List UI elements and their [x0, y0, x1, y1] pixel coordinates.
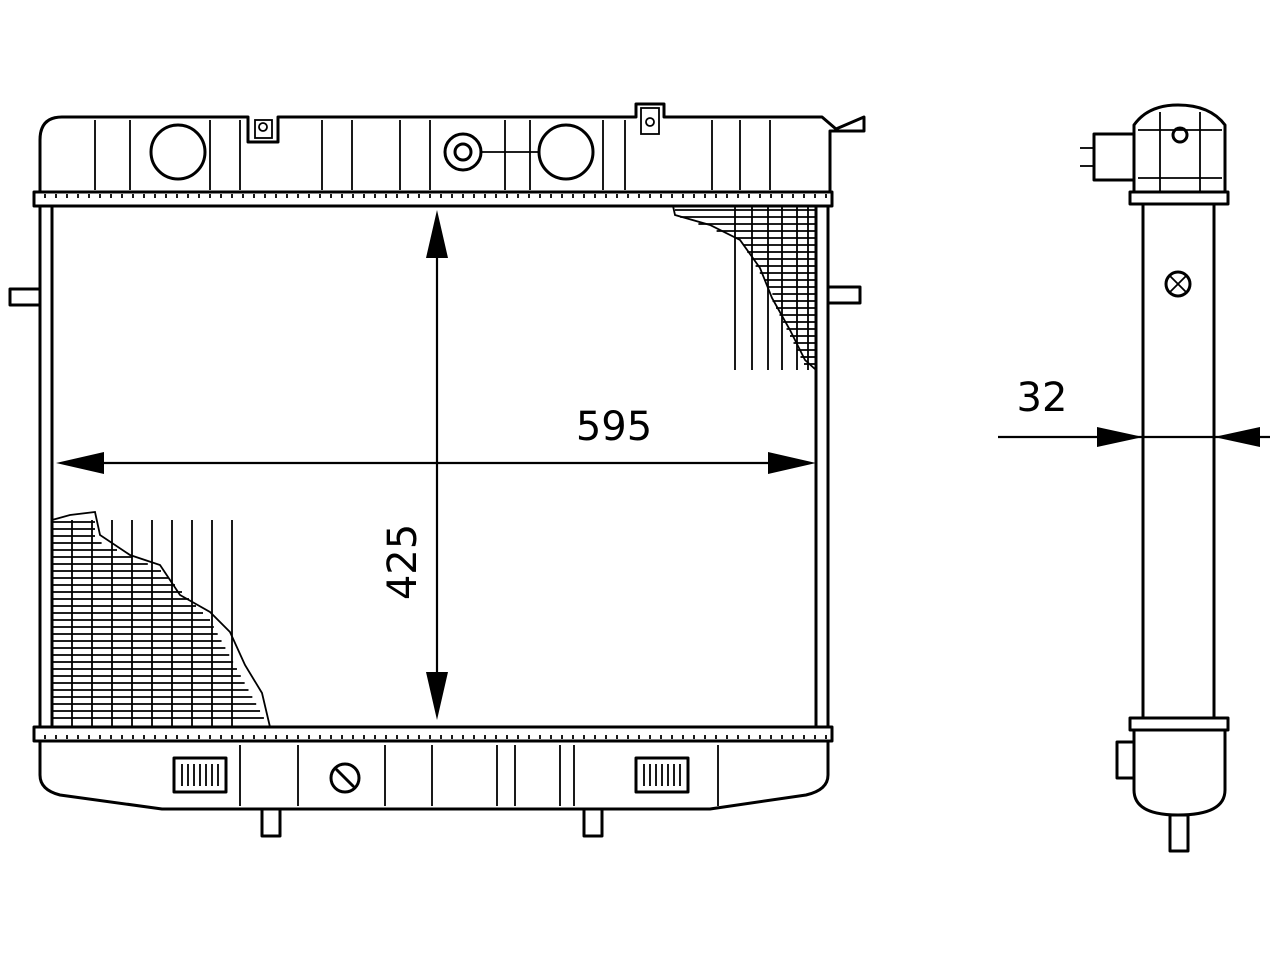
radiator-front-view: 595 425 [8, 102, 866, 838]
side-outlet-pin [1168, 813, 1190, 853]
top-tank-port-left [149, 123, 207, 181]
left-mount-pin [8, 287, 42, 307]
side-bottom-tank [1132, 728, 1227, 817]
side-top-tank [1132, 103, 1227, 194]
bottom-pin-left [260, 807, 282, 838]
bottom-mount-bracket-right [634, 756, 690, 794]
side-mount-bolt [1164, 270, 1192, 298]
top-header-plate [32, 190, 834, 208]
width-dimension: 595 [56, 404, 816, 474]
bottom-mount-bracket-left [172, 756, 228, 794]
side-inlet-pipe [1092, 132, 1136, 182]
bottom-tank [38, 739, 830, 838]
drain-plug [329, 762, 361, 794]
bottom-header-plate [32, 725, 834, 743]
core-fin-patch-bottom-left [51, 511, 272, 728]
width-dimension-label: 595 [576, 404, 652, 450]
top-tank-port-right [537, 123, 595, 181]
height-dimension-label: 425 [380, 524, 426, 600]
top-tank [38, 102, 866, 194]
depth-dimension-label: 32 [1017, 375, 1068, 421]
core-fin-patch-top-right [671, 205, 817, 373]
depth-dimension: 32 [998, 375, 1270, 447]
bottom-pin-right [582, 807, 604, 838]
right-mount-pin [826, 285, 862, 305]
height-dimension: 425 [380, 210, 448, 720]
top-tank-screw [443, 132, 483, 172]
radiator-side-view: 32 [998, 103, 1270, 853]
